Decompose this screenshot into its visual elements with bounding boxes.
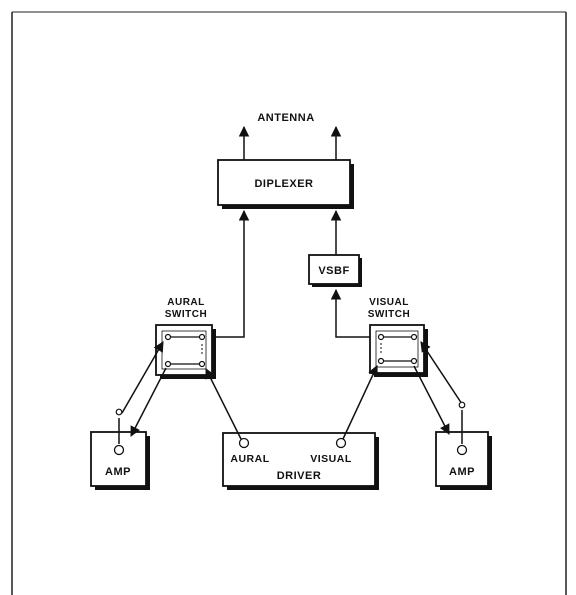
driver-block (222, 432, 379, 490)
amp-right-block (435, 431, 492, 490)
aural-switch-label-1: AURAL (167, 297, 205, 308)
driver-visual-to-visual-switch-line (342, 365, 378, 440)
visual-switch-label-2: SWITCH (368, 309, 410, 320)
diplexer-block (217, 159, 354, 209)
driver-aural-label: AURAL (230, 453, 269, 465)
aural-to-diplexer-line (213, 209, 250, 338)
aural-switch-block (155, 324, 216, 379)
aural-switch-label-2: SWITCH (165, 309, 207, 320)
driver-aural-to-aural-switch-line (205, 368, 242, 440)
visual-switch-to-amp-right-line (413, 365, 450, 435)
amp-right-to-visual-switch-line (420, 341, 466, 444)
driver-visual-label: VISUAL (310, 453, 352, 465)
amp-left-label: AMP (105, 466, 131, 478)
visual-switch-block (369, 324, 428, 377)
page-frame (11, 11, 567, 595)
amp-left-to-aural-switch-line (115, 341, 164, 444)
antenna-label: ANTENNA (257, 112, 314, 124)
vsbf-label: VSBF (318, 265, 349, 277)
vsbf-block (308, 254, 362, 287)
amp-right-label: AMP (449, 466, 475, 478)
visual-switch-to-vsbf-line (330, 288, 370, 338)
diplexer-label: DIPLEXER (254, 178, 313, 190)
visual-switch-label-1: VISUAL (369, 297, 409, 308)
antenna-arrows (238, 125, 342, 160)
driver-label: DRIVER (277, 470, 322, 482)
amp-left-block (90, 431, 150, 490)
aural-switch-to-amp-left-line (130, 367, 167, 437)
